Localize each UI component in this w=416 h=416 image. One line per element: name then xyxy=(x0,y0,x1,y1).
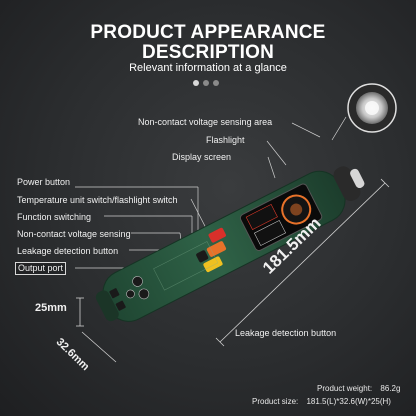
page-title-line2: DESCRIPTION xyxy=(141,42,275,63)
callout-leakage-detection: Leakage detection button xyxy=(235,328,337,338)
callout-display-screen: Display screen xyxy=(172,152,232,162)
callout-power-button: Power button xyxy=(17,177,71,187)
spec-size-value: 181.5(L)*32.6(W)*25(H) xyxy=(306,397,391,406)
power-button-shape xyxy=(208,227,226,243)
callout-temp-flash-switch: Temperature unit switch/flashlight switc… xyxy=(17,195,178,205)
callout-sensing-area: Non-contact voltage sensing area xyxy=(138,117,273,127)
carousel-dot[interactable] xyxy=(213,80,219,86)
spec-weight: Product weight: 86.2g xyxy=(317,384,400,393)
carousel-dots xyxy=(193,80,223,87)
page-subtitle: Relevant information at a glance xyxy=(129,62,287,74)
carousel-dot[interactable] xyxy=(193,80,199,86)
carousel-dot[interactable] xyxy=(203,80,209,86)
spec-weight-label: Product weight: xyxy=(317,384,373,393)
spec-weight-value: 86.2g xyxy=(380,384,401,393)
callout-output-port: Output port xyxy=(15,262,67,275)
callout-ncv-sensing: Non-contact voltage sensing xyxy=(17,229,131,239)
page-title-line1: PRODUCT APPEARANCE xyxy=(90,22,326,43)
spec-size: Product size: 181.5(L)*32.6(W)*25(H) xyxy=(252,397,391,406)
spec-size-label: Product size: xyxy=(252,397,299,406)
callout-flashlight: Flashlight xyxy=(206,135,245,145)
callout-function-switching: Function switching xyxy=(17,212,92,222)
callout-leakage-button: Leakage detection button xyxy=(17,246,119,256)
dimension-height: 25mm xyxy=(35,302,67,314)
